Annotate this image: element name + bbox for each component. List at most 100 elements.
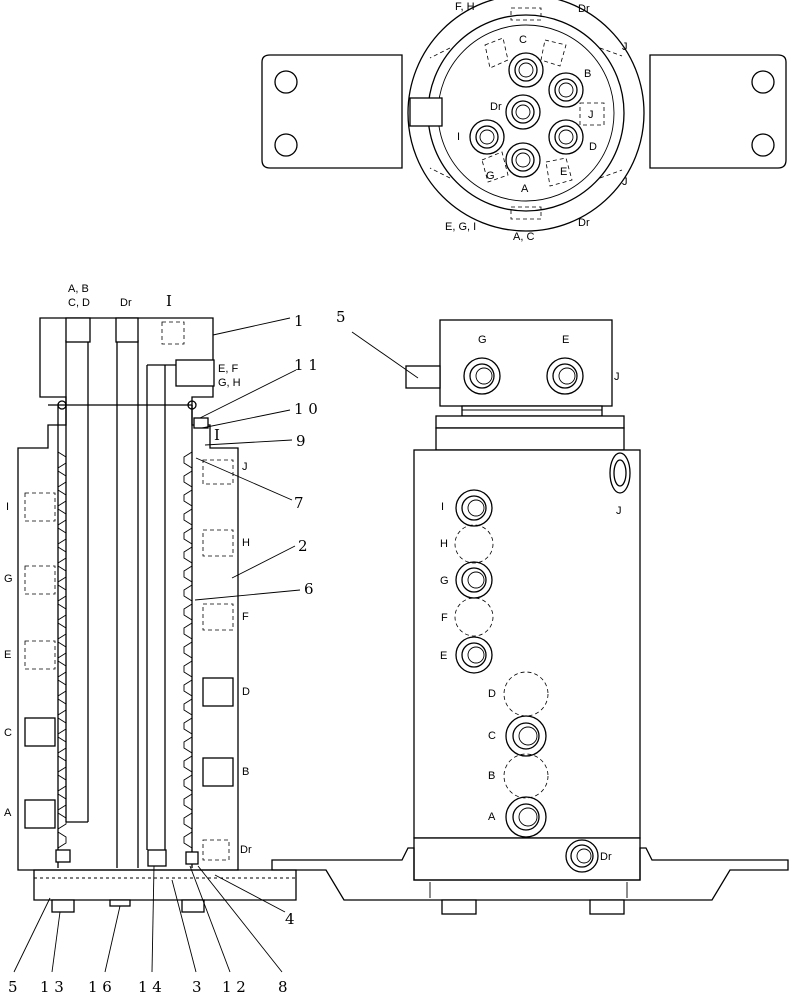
- callout-2: 2: [298, 537, 308, 555]
- seal-groove: [57, 736, 67, 754]
- top-port-d: [548, 119, 584, 155]
- front-port-a: [505, 796, 547, 838]
- front-port-e: [455, 636, 493, 674]
- sec-section-mark: I: [214, 426, 220, 444]
- sec-right-port-h: H: [242, 537, 250, 549]
- top-label-d: D: [589, 141, 597, 153]
- front-label-f: F: [441, 612, 448, 624]
- sec-left-port-a: A: [4, 807, 12, 819]
- top-label-b: B: [584, 68, 591, 80]
- top-label-c: C: [519, 34, 527, 46]
- rim-label-dr-bottom: Dr: [578, 217, 590, 229]
- seal-groove: [183, 565, 193, 583]
- front-head-port-e: [546, 357, 584, 395]
- front-label-d: D: [488, 688, 496, 700]
- seal-groove: [183, 774, 193, 792]
- seal-groove: [57, 603, 67, 621]
- seal-groove: [183, 546, 193, 564]
- seal-groove: [183, 584, 193, 602]
- front-label-dr: Dr: [600, 851, 612, 863]
- rim-label-ac: A, C: [513, 231, 534, 243]
- top-port-i: [469, 119, 505, 155]
- front-label-a: A: [488, 811, 496, 823]
- front-view: 5 G E J J I H G F E D C B A Dr: [271, 308, 789, 915]
- callout-12: 1 2: [222, 978, 246, 996]
- seal-groove: [57, 679, 67, 697]
- seal-groove: [57, 755, 67, 773]
- right-seal-grooves: [183, 451, 193, 849]
- front-label-e: E: [440, 650, 447, 662]
- seal-groove: [183, 679, 193, 697]
- front-label-b: B: [488, 770, 495, 782]
- front-label-c: C: [488, 730, 496, 742]
- callout-16: 1 6: [88, 978, 112, 996]
- seal-groove: [183, 451, 193, 469]
- seal-groove: [57, 831, 67, 849]
- front-label-i: I: [441, 501, 444, 513]
- seal-groove: [183, 812, 193, 830]
- seal-groove: [57, 812, 67, 830]
- sec-left-port-c: C: [4, 727, 12, 739]
- top-label-dr: Dr: [490, 101, 502, 113]
- callout-6: 6: [304, 580, 314, 598]
- sec-left-port-g: G: [4, 573, 13, 585]
- seal-groove: [57, 584, 67, 602]
- callout-3: 3: [192, 978, 202, 996]
- top-port-a: [505, 142, 541, 178]
- top-label-a: A: [521, 183, 529, 195]
- callout-14: 1 4: [138, 978, 162, 996]
- callout-10: 1 0: [294, 400, 318, 418]
- front-head-port-g: [463, 357, 501, 395]
- front-port-c: [505, 715, 547, 757]
- seal-groove: [57, 546, 67, 564]
- seal-groove: [183, 470, 193, 488]
- sec-label-gh: G, H: [218, 377, 241, 389]
- seal-groove: [183, 641, 193, 659]
- seal-groove: [57, 622, 67, 640]
- rim-label-egi: E, G, I: [445, 221, 476, 233]
- seal-groove: [57, 489, 67, 507]
- top-view: C B Dr I D A G E J F, H Dr J J E, G, I A…: [261, 0, 787, 243]
- top-label-e: E: [560, 166, 567, 178]
- seal-groove: [57, 527, 67, 545]
- top-port-b: [548, 72, 584, 108]
- sec-left-port-i: I: [6, 501, 9, 513]
- callout-7: 7: [294, 494, 304, 512]
- seal-groove: [183, 698, 193, 716]
- top-label-j: J: [588, 109, 594, 121]
- callout-9: 9: [296, 432, 306, 450]
- callout-11: 1 1: [294, 356, 318, 374]
- section-view: A, B C, D Dr I E, F G, H I I G E C A J H…: [4, 283, 318, 996]
- callout-4: 4: [285, 910, 295, 928]
- left-seal-grooves: [57, 451, 67, 849]
- seal-groove: [183, 736, 193, 754]
- seal-groove: [57, 698, 67, 716]
- sec-right-port-f: F: [242, 611, 249, 623]
- rim-label-fh: F, H: [455, 1, 475, 13]
- rim-label-dr-top: Dr: [578, 3, 590, 15]
- seal-groove: [183, 527, 193, 545]
- callout-1: 1: [294, 312, 304, 330]
- sec-right-port-b: B: [242, 766, 249, 778]
- seal-groove: [57, 470, 67, 488]
- front-label-j: J: [616, 505, 622, 517]
- callout-8: 8: [278, 978, 288, 996]
- front-callout-5: 5: [336, 308, 346, 326]
- front-port-dr: [565, 839, 599, 873]
- callout-13: 1 3: [40, 978, 64, 996]
- seal-groove: [57, 641, 67, 659]
- front-port-i: [455, 489, 493, 527]
- seal-groove: [183, 508, 193, 526]
- seal-groove: [57, 565, 67, 583]
- seal-groove: [57, 793, 67, 811]
- rim-label-j-upper: J: [622, 41, 628, 53]
- sec-top-label-roman-i: I: [166, 292, 172, 310]
- seal-groove: [57, 508, 67, 526]
- top-port-c: [508, 52, 544, 88]
- sec-top-label-dr: Dr: [120, 297, 132, 309]
- front-head-label-e: E: [562, 334, 569, 346]
- sec-right-port-dr: Dr: [240, 844, 252, 856]
- sec-label-ef: E, F: [218, 363, 238, 375]
- seal-groove: [183, 489, 193, 507]
